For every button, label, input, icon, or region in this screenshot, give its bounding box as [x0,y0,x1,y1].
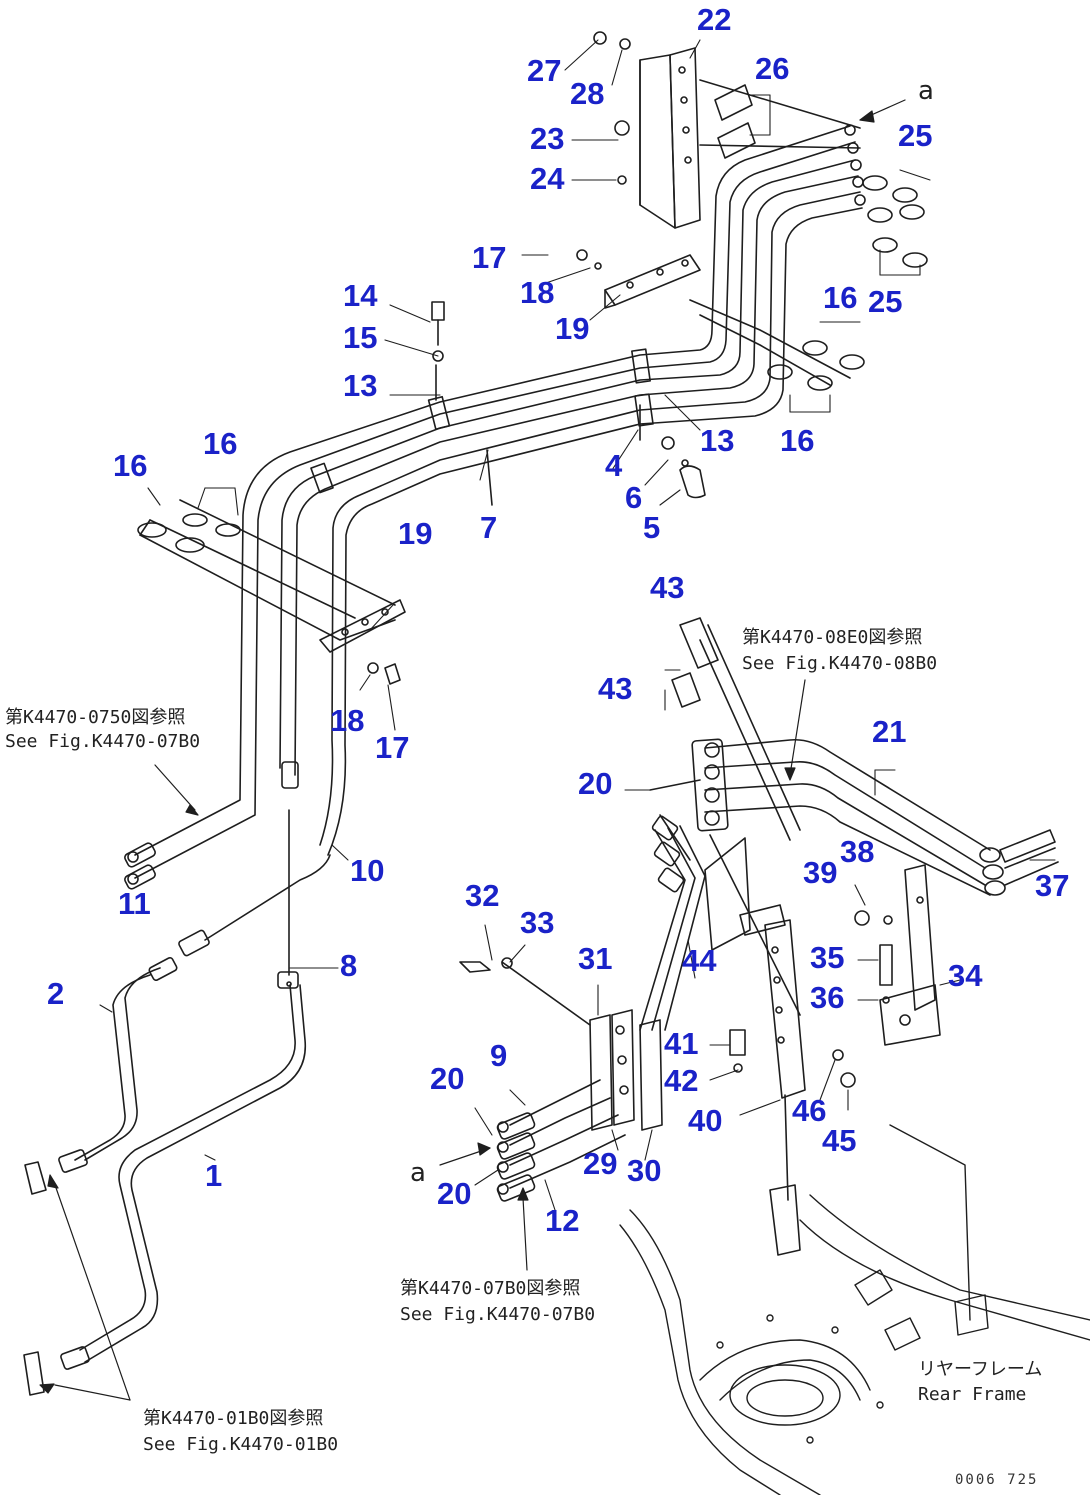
callout-25-top: 25 [898,118,933,153]
callout-38: 38 [840,834,875,869]
callout-22: 22 [697,2,732,37]
bracket-34 [832,864,941,1088]
note-upper-right-jp: 第K4470-08E0図参照 [742,627,923,648]
hose-ends-left [124,842,156,890]
callout-44: 44 [682,943,717,978]
callout-8: 8 [340,948,358,983]
callout-13-left: 13 [343,368,378,403]
callout-43-mid: 43 [598,671,633,706]
callout-33: 33 [520,905,555,940]
callout-17-top: 17 [472,240,507,275]
callout-2: 2 [47,976,65,1011]
callout-9: 9 [490,1038,508,1073]
callout-13-right: 13 [700,423,735,458]
callout-16-b: 16 [203,426,238,461]
callout-39: 39 [803,855,838,890]
callout-18-bottom: 18 [330,703,365,738]
clip-parts [431,301,706,499]
callout-20-upper: 20 [578,766,613,801]
callout-35: 35 [810,940,845,975]
top-bracket [593,31,861,229]
callout-45: 45 [822,1123,857,1158]
callout-11: 11 [118,886,151,921]
plates [459,957,663,1131]
callout-31: 31 [578,941,613,976]
callout-15: 15 [343,320,378,355]
upper-bracket [576,249,851,386]
callout-23: 23 [530,121,565,156]
upper-tube-bundle [134,125,863,879]
callout-7: 7 [480,510,498,545]
callout-1: 1 [205,1158,223,1193]
callout-36: 36 [810,980,845,1015]
callout-18-top: 18 [520,275,555,310]
rear-frame [619,1124,1090,1495]
callout-20-low: 20 [437,1176,472,1211]
lower-hose-ends [496,1079,626,1202]
lower-left-pipes [23,761,331,1396]
callout-21: 21 [872,714,907,749]
callout-46: 46 [792,1093,827,1128]
callout-30: 30 [627,1153,662,1188]
callout-43-top: 43 [650,570,685,605]
note-bottom-center-en: See Fig.K4470-07B0 [400,1304,596,1325]
callout-19-left: 19 [398,516,433,551]
rear-frame-label-jp: リヤーフレーム [918,1359,1043,1380]
right-clamps [767,124,928,391]
callout-26: 26 [755,51,790,86]
view-mark-a-bottom: a [410,1158,426,1188]
callout-12: 12 [545,1203,580,1238]
view-mark-a-top: a [918,76,934,106]
callout-41: 41 [664,1026,699,1061]
bracket-40 [704,837,806,1256]
note-bottom-left-jp: 第K4470-01B0図参照 [143,1408,324,1429]
callout-42: 42 [664,1063,699,1098]
upper-clamps [310,348,654,506]
rear-frame-label-en: Rear Frame [918,1384,1027,1405]
note-upper-right-en: See Fig.K4470-08B0 [742,653,938,674]
callout-24: 24 [530,161,565,196]
callout-16-c: 16 [823,280,858,315]
callout-17-bottom: 17 [375,730,410,765]
callout-pointers [99,39,1056,1211]
leaders [39,99,906,1401]
callout-4: 4 [605,448,623,483]
callout-40: 40 [688,1103,723,1138]
bracket-43 [671,617,801,1016]
drawing-code: 0006 725 [955,1472,1039,1488]
callout-37: 37 [1035,868,1070,903]
callout-34: 34 [948,958,983,993]
callout-29: 29 [583,1146,618,1181]
callout-14: 14 [343,278,378,313]
note-left-en: See Fig.K4470-07B0 [5,731,201,752]
callout-16-a: 16 [113,448,148,483]
callout-5: 5 [643,510,661,545]
note-bottom-center-jp: 第K4470-07B0図参照 [400,1278,581,1299]
note-bottom-left-en: See Fig.K4470-01B0 [143,1434,339,1455]
callout-28: 28 [570,76,605,111]
lower-right-tube-bundle [639,738,1059,1031]
callout-27: 27 [527,53,562,88]
note-left-jp: 第K4470-0750図参照 [5,707,186,728]
callout-10: 10 [350,853,385,888]
callout-32: 32 [465,878,500,913]
left-bracket [137,499,406,685]
callout-6: 6 [625,480,643,515]
callout-19-top: 19 [555,311,590,346]
callout-16-d: 16 [780,423,815,458]
callout-20-mid: 20 [430,1061,465,1096]
callout-25-bottom: 25 [868,284,903,319]
